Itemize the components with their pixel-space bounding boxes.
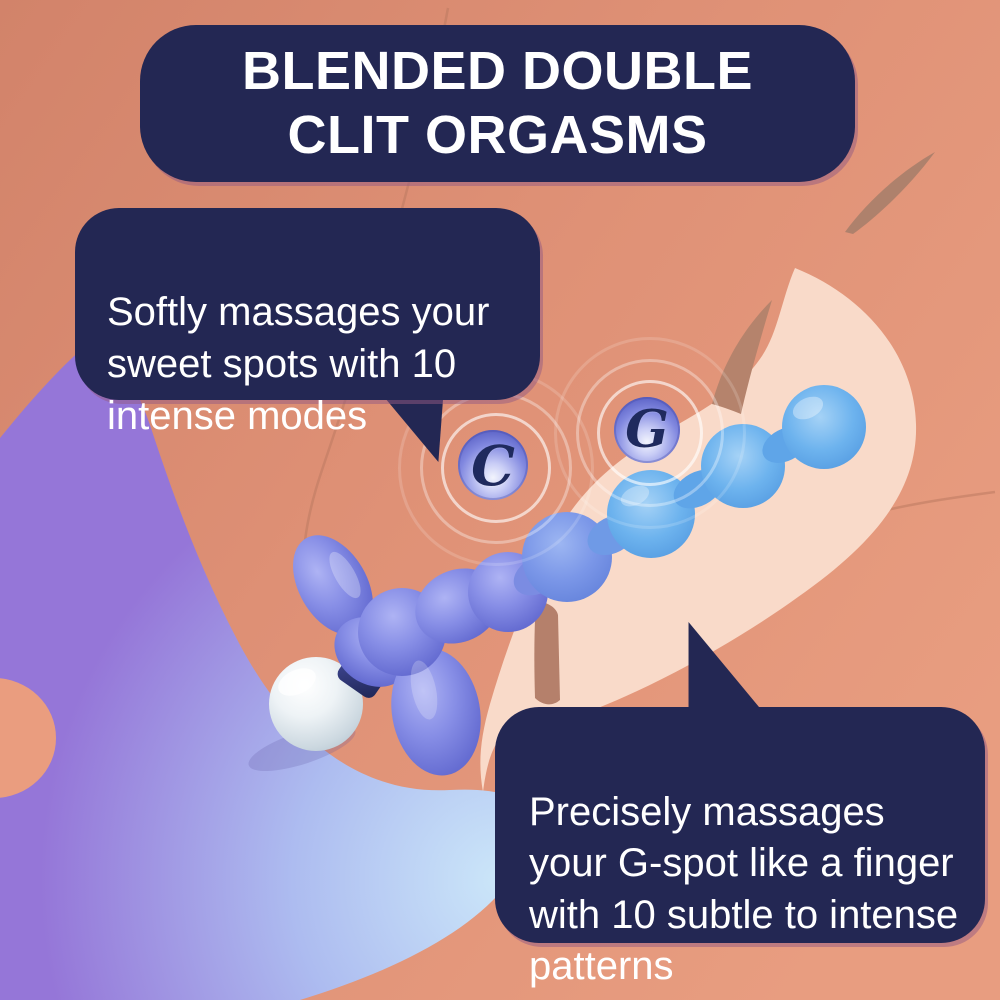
g-spot-badge: G — [614, 397, 680, 463]
g-spot-badge-label: G — [625, 400, 669, 460]
c-spot-badge-label: C — [471, 432, 515, 498]
finger-strip-lower — [534, 600, 560, 705]
finger-edge-strip — [712, 300, 772, 414]
toy-bead-chain — [468, 385, 866, 632]
headline-text: BLENDED DOUBLE CLIT ORGASMS — [241, 41, 753, 165]
skin-blob-left — [0, 678, 56, 798]
clit-callout-text: Softly massages your sweet spots with 10… — [107, 290, 490, 438]
c-spot-badge: C — [458, 430, 528, 500]
skin-crease-sliver — [845, 152, 935, 234]
gspot-callout-text: Precisely massages your G-spot like a fi… — [529, 789, 959, 989]
toy-illustration — [248, 385, 866, 776]
gspot-callout-bubble: Precisely massages your G-spot like a fi… — [495, 707, 985, 988]
headline-banner: BLENDED DOUBLE CLIT ORGASMS — [140, 25, 855, 182]
purple-background-shape — [0, 338, 534, 1000]
toy-clover-base — [293, 535, 501, 776]
clit-callout-bubble: Softly massages your sweet spots with 10… — [75, 208, 540, 438]
